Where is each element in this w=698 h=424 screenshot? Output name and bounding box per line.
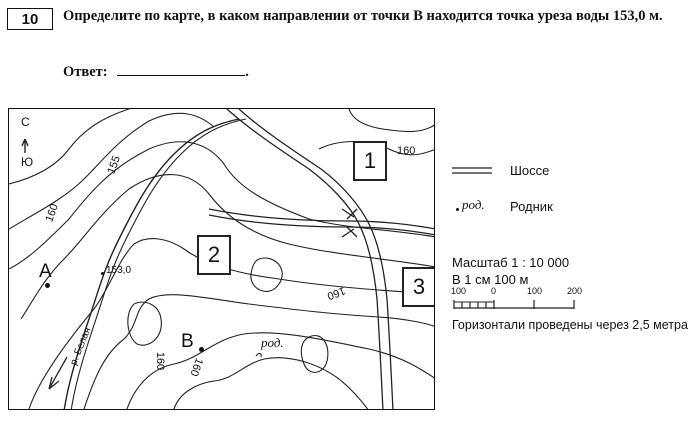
point-a-label: А [39, 261, 52, 282]
question-text: Определите по карте, в каком направлении… [63, 8, 663, 24]
contour-line [173, 357, 369, 409]
point-b-label: В [181, 331, 194, 352]
point-a-marker [45, 283, 50, 288]
contour-line [250, 257, 283, 292]
contour-label: 160 [154, 351, 167, 371]
scale-bar-label: 100 [451, 286, 467, 296]
highway-legend-icon [452, 167, 492, 174]
map-drawing [9, 109, 434, 409]
bridge-icon [341, 208, 358, 238]
contour-line [348, 109, 434, 133]
contour-line [9, 112, 215, 230]
highway [208, 208, 434, 230]
elevation-label: 153,0 [106, 265, 132, 276]
road [238, 109, 394, 409]
answer-blank[interactable] [117, 63, 246, 76]
contour-line [28, 238, 434, 409]
spring-icon [255, 352, 262, 358]
road [226, 109, 384, 409]
contour-line [83, 294, 434, 409]
contour-label: 160 [397, 145, 416, 157]
highway-legend-label: Шоссе [510, 163, 550, 178]
elevation-point [101, 272, 104, 275]
answer-label: Ответ: [63, 64, 108, 80]
contour-line [318, 141, 434, 156]
answer-row: Ответ: . [63, 63, 249, 81]
scale-cm-label: В 1 см 100 м [452, 272, 529, 287]
spring-legend-symbol: род. [462, 197, 485, 212]
square-3: 3 [402, 267, 434, 307]
flow-arrow-icon [48, 356, 68, 390]
scale-bar-label: 200 [567, 286, 583, 296]
river [63, 118, 240, 409]
scale-label: Масштаб 1 : 10 000 [452, 255, 570, 270]
compass-north: С [21, 115, 30, 129]
contour-line [9, 109, 130, 185]
highway [208, 214, 434, 236]
spring-legend-dot [456, 208, 459, 211]
answer-suffix: . [245, 64, 249, 80]
contour-line [127, 301, 162, 346]
contours-note: Горизонтали проведены через 2,5 метра [452, 318, 688, 332]
spring-label: род. [261, 335, 284, 350]
spring-legend-label: Родник [510, 199, 553, 214]
scale-bar-label: 0 [491, 286, 497, 296]
contour-line [9, 141, 434, 270]
contour-line [20, 174, 434, 320]
square-2: 2 [197, 235, 231, 275]
river-bank [70, 118, 247, 409]
compass-south: Ю [21, 155, 34, 169]
scale-bar [453, 300, 575, 309]
topographic-map: С Ю 160 155 160 160 160 160 153,0 р. Бел… [8, 108, 435, 410]
compass-arrow-icon [21, 138, 29, 153]
point-b-marker [199, 347, 204, 352]
contour-line [126, 332, 434, 409]
square-1: 1 [353, 141, 387, 181]
question-number: 10 [7, 8, 53, 30]
contour-line [300, 335, 329, 373]
scale-bar-label: 100 [527, 286, 543, 296]
